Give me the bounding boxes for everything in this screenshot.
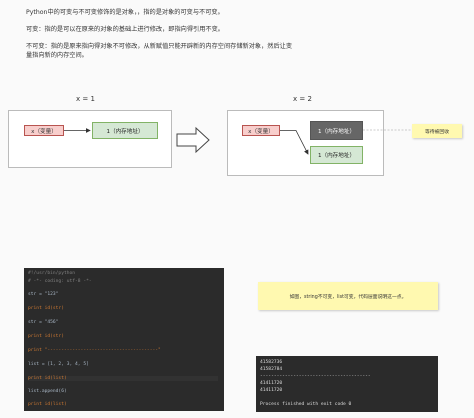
- right-var-box: x（变量）: [242, 125, 280, 136]
- code-line: print "---------------------------------…: [28, 348, 161, 353]
- code-line: str = "456": [28, 320, 59, 325]
- left-title: x = 1: [76, 95, 95, 103]
- immutable-text-line1: 不可变：指的是原来指向得对象不可修改，从新赋值只能开辟新的内存空间存储新对象，然…: [26, 43, 293, 50]
- right-title: x = 2: [293, 95, 312, 103]
- code-line: print id(list): [28, 376, 218, 381]
- code-line: str = "123": [28, 292, 59, 297]
- output-line: Process finished with exit code 0: [260, 402, 352, 407]
- code-line: # -*- coding: utf-8 -*-: [28, 279, 92, 284]
- right-mem-old-box: 1（内存地址）: [310, 121, 363, 140]
- left-frame: [8, 110, 172, 168]
- intro-text: Python中的可变与不可变修饰的是对象，，指的是对象的可变与不可变。: [26, 9, 224, 16]
- code-line: list = [1, 2, 3, 4, 5]: [28, 362, 89, 367]
- code-line: list.append(6): [28, 389, 67, 394]
- mutable-text: 可变：指的是可以在原来的对象的基础上进行修改，即指向得引用不变。: [26, 26, 224, 33]
- output-line: ----------------------------------------: [260, 374, 371, 379]
- code-panel: #!/usr/bin/python # -*- coding: utf-8 -*…: [24, 268, 224, 411]
- immutable-text-line2: 量指向新的内存空间。: [26, 52, 88, 59]
- code-line: print id(str): [28, 334, 64, 339]
- code-line: #!/usr/bin/python: [28, 271, 76, 276]
- left-mem-box: 1（内存地址）: [92, 122, 158, 139]
- garbage-note: 等待被回收: [412, 124, 462, 138]
- output-line: 41582736: [260, 360, 283, 365]
- right-mem-new-box: 1（内存地址）: [310, 146, 363, 164]
- output-console: 41582736 41582784 ----------------------…: [256, 356, 438, 412]
- transition-arrow: [176, 126, 210, 154]
- code-line: print id(list): [28, 402, 67, 407]
- code-line: print id(str): [28, 306, 64, 311]
- output-line: 41582784: [260, 367, 283, 372]
- explanation-note: 如图，string不可变，list可变，代码层面说明这一点。: [258, 282, 438, 310]
- output-line: 41411720: [260, 388, 283, 393]
- left-var-box: x（变量）: [24, 125, 64, 136]
- output-line: 41411720: [260, 381, 283, 386]
